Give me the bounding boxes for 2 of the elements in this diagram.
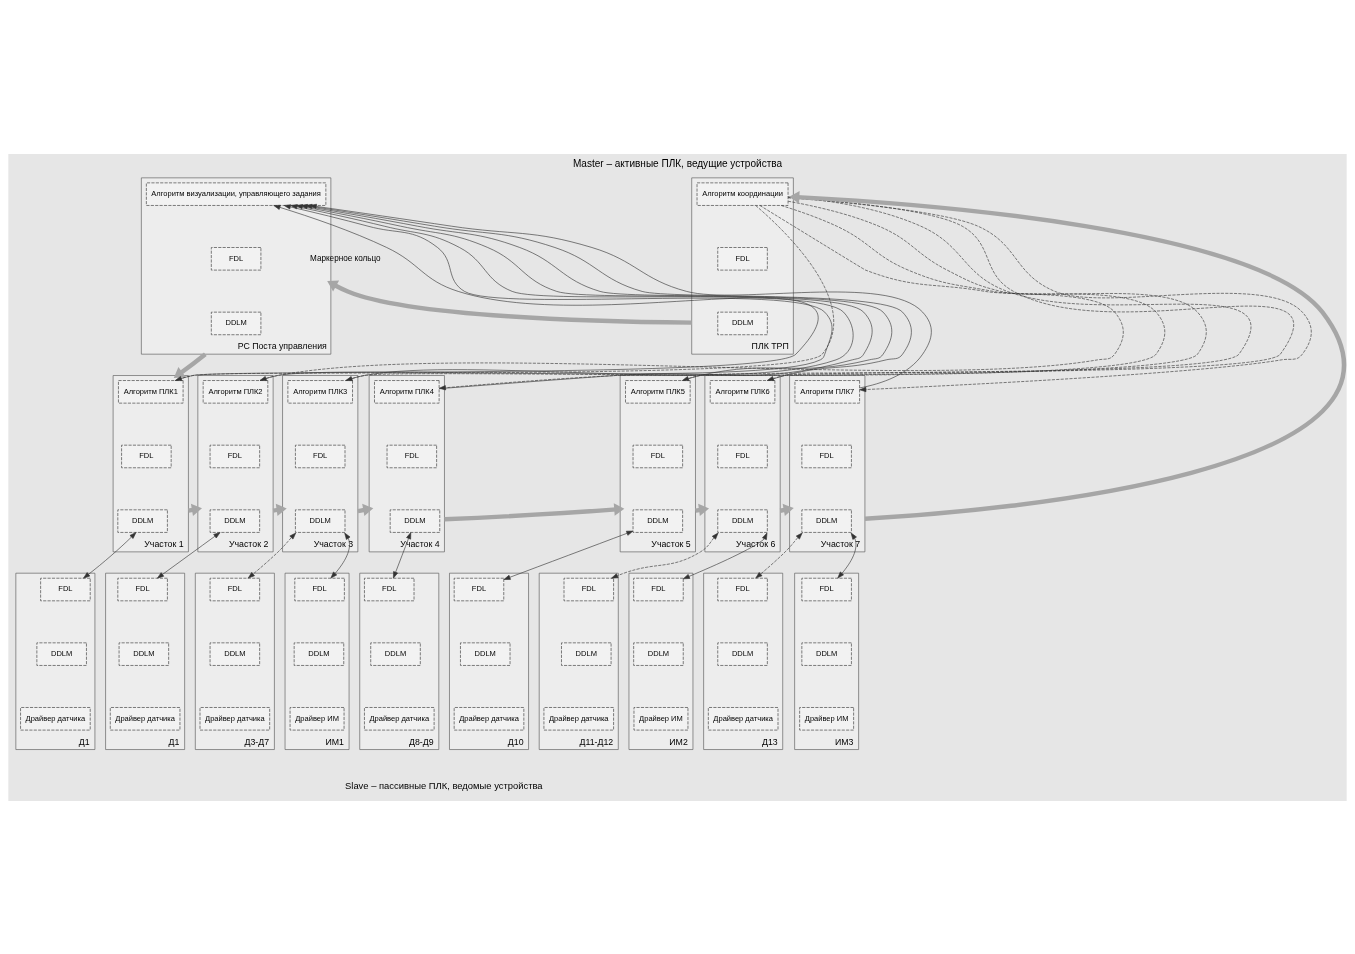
label: Slave – пассивные ПЛК, ведомые устройства — [345, 779, 543, 791]
diagram-title: Master – активные ПЛК, ведущие устройства — [572, 157, 783, 169]
